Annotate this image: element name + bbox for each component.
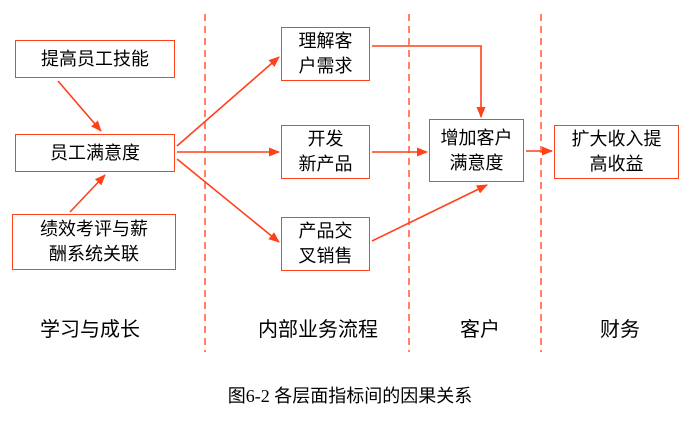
node-new-products-label-line1: 开发	[307, 129, 344, 149]
node-improve-skills: 提高员工技能	[15, 40, 175, 78]
node-understand-needs: 理解客 户需求	[281, 27, 370, 81]
node-new-products-label-line2: 新产品	[298, 154, 353, 174]
node-understand-needs-label-line2: 户需求	[298, 56, 353, 76]
node-customer-satisfaction: 增加客户 满意度	[429, 119, 524, 182]
node-new-products: 开发 新产品	[281, 125, 370, 179]
node-revenue: 扩大收入提 高收益	[554, 125, 679, 179]
arrow-cross-selling-to-customer-satisfaction	[371, 184, 488, 242]
node-cross-selling-label-line1: 产品交	[298, 221, 353, 241]
node-performance-pay-label-line2: 酬系统关联	[49, 244, 139, 264]
arrow-performance-pay-to-employee-satisfaction	[69, 174, 106, 213]
perspective-label-finance: 财务	[600, 319, 640, 341]
arrow-understand-needs-to-customer-satisfaction	[372, 45, 486, 118]
node-revenue-label-line1: 扩大收入提	[571, 129, 662, 149]
node-customer-satisfaction-label-line1: 增加客户	[440, 127, 513, 148]
arrow-employee-satisfaction-to-understand-needs	[176, 56, 280, 147]
node-customer-satisfaction-label-line2: 满意度	[449, 152, 504, 173]
node-employee-satisfaction: 员工满意度	[15, 134, 175, 172]
node-performance-pay: 绩效考评与薪 酬系统关联	[12, 214, 176, 270]
node-performance-pay-label-line1: 绩效考评与薪	[40, 219, 148, 239]
arrow-improve-skills-to-employee-satisfaction	[57, 80, 102, 132]
arrow-employee-satisfaction-to-cross-selling	[176, 158, 280, 243]
node-employee-satisfaction-label: 员工满意度	[50, 142, 140, 163]
figure-caption: 图6-2 各层面指标间的因果关系	[227, 386, 473, 406]
node-improve-skills-label: 提高员工技能	[41, 48, 149, 69]
perspective-label-internal: 内部业务流程	[258, 319, 378, 341]
perspective-label-learning: 学习与成长	[40, 319, 140, 341]
node-cross-selling: 产品交 叉销售	[281, 217, 370, 271]
node-understand-needs-label-line1: 理解客	[298, 31, 353, 51]
node-revenue-label-line2: 高收益	[589, 154, 644, 174]
node-cross-selling-label-line2: 叉销售	[298, 246, 353, 266]
perspective-label-customer: 客户	[460, 319, 500, 341]
